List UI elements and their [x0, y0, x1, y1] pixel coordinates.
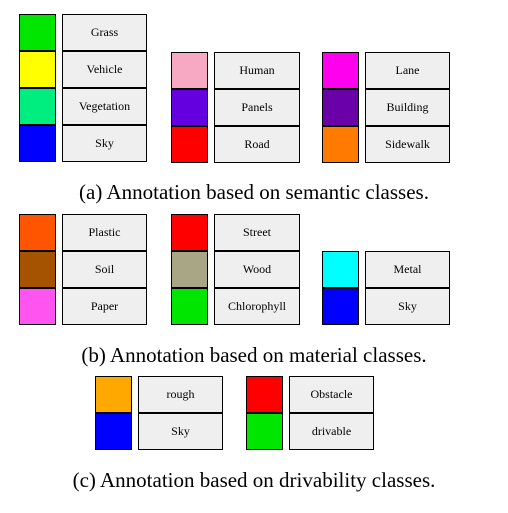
class-label: Vehicle	[62, 51, 147, 88]
legend-row: Vegetation	[19, 88, 147, 125]
class-label: Panels	[214, 89, 300, 126]
class-label: Street	[214, 214, 300, 251]
legend-row: Plastic	[19, 214, 147, 251]
legend-row: Human	[171, 52, 300, 89]
legend-row: rough	[95, 376, 223, 413]
legend-row: Street	[171, 214, 300, 251]
class-label: Sky	[62, 125, 147, 162]
legend-row: Lane	[322, 52, 450, 89]
color-swatch	[171, 52, 208, 89]
color-swatch	[19, 125, 56, 162]
legend-row: Obstacle	[246, 376, 374, 413]
class-label: Sidewalk	[365, 126, 450, 163]
legend-row: Vehicle	[19, 51, 147, 88]
class-label: Plastic	[62, 214, 147, 251]
class-label: Chlorophyll	[214, 288, 300, 325]
caption-drivability: (c) Annotation based on drivability clas…	[72, 468, 436, 492]
legend-row: Sky	[95, 413, 223, 450]
class-label: Human	[214, 52, 300, 89]
color-swatch	[246, 413, 283, 450]
caption-material: (b) Annotation based on material classes…	[81, 343, 427, 367]
class-label: Wood	[214, 251, 300, 288]
legend-row: Chlorophyll	[171, 288, 300, 325]
color-swatch	[322, 52, 359, 89]
legend-row: Paper	[19, 288, 147, 325]
color-swatch	[95, 376, 132, 413]
class-label: Vegetation	[62, 88, 147, 125]
class-label: Sky	[138, 413, 223, 450]
class-label: Sky	[365, 288, 450, 325]
color-swatch	[322, 251, 359, 288]
color-swatch	[171, 214, 208, 251]
legend-row: Metal	[322, 251, 450, 288]
legend-row: Grass	[19, 14, 147, 51]
color-swatch	[95, 413, 132, 450]
class-label: Soil	[62, 251, 147, 288]
class-label: Lane	[365, 52, 450, 89]
class-label: Metal	[365, 251, 450, 288]
color-swatch	[19, 251, 56, 288]
color-swatch	[246, 376, 283, 413]
legend-row: Sky	[322, 288, 450, 325]
legend-row: Sidewalk	[322, 126, 450, 163]
color-swatch	[19, 51, 56, 88]
class-label: rough	[138, 376, 223, 413]
legend-row: Soil	[19, 251, 147, 288]
color-swatch	[19, 288, 56, 325]
caption-semantic: (a) Annotation based on semantic classes…	[79, 180, 429, 204]
color-swatch	[171, 288, 208, 325]
legend-row: Road	[171, 126, 300, 163]
color-swatch	[171, 251, 208, 288]
legend-row: drivable	[246, 413, 374, 450]
color-swatch	[19, 214, 56, 251]
class-label: Paper	[62, 288, 147, 325]
class-label: Building	[365, 89, 450, 126]
class-label: drivable	[289, 413, 374, 450]
class-label: Grass	[62, 14, 147, 51]
legend-row: Building	[322, 89, 450, 126]
legend-row: Sky	[19, 125, 147, 162]
color-swatch	[171, 126, 208, 163]
class-label: Obstacle	[289, 376, 374, 413]
legend-row: Wood	[171, 251, 300, 288]
color-swatch	[19, 88, 56, 125]
color-swatch	[322, 126, 359, 163]
class-label: Road	[214, 126, 300, 163]
color-swatch	[322, 288, 359, 325]
color-swatch	[322, 89, 359, 126]
legend-row: Panels	[171, 89, 300, 126]
color-swatch	[171, 89, 208, 126]
color-swatch	[19, 14, 56, 51]
